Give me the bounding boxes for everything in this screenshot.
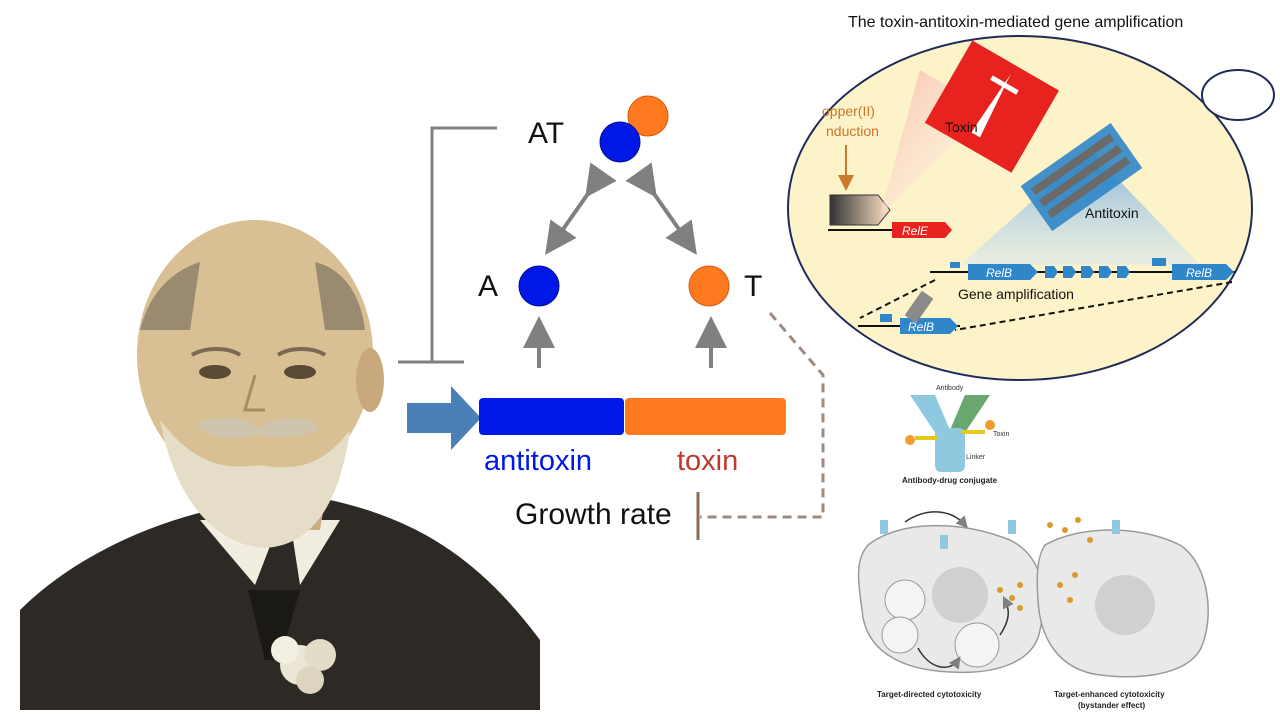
cytotoxicity-caption-right-line1: Target-enhanced cytotoxicity	[1054, 690, 1165, 699]
cytotoxicity-caption-right-line2: (bystander effect)	[1078, 701, 1145, 710]
induction-label-line1: opper(II)	[822, 103, 875, 119]
toxin-gene-label: toxin	[677, 445, 738, 477]
complex-antitoxin-circle	[599, 121, 641, 163]
ta-circuit-diagram: AT A T antitoxin toxin Growth rate	[398, 95, 825, 540]
relb-gene-box-1	[968, 264, 1038, 280]
adc-caption: Antibody-drug conjugate	[902, 476, 998, 485]
ta-gene-amplification-panel: The toxin-antitoxin-mediated gene amplif…	[787, 14, 1275, 381]
relb-gene-label-1: RelB	[986, 266, 1012, 280]
induction-label-line2: nduction	[826, 123, 879, 139]
toxin-label: T	[744, 270, 762, 303]
cytotoxicity-caption-left: Target-directed cytotoxicity	[877, 690, 982, 699]
bud	[1201, 69, 1275, 121]
panel-title: The toxin-antitoxin-mediated gene amplif…	[848, 14, 1183, 31]
relb-gene-label-2: RelB	[1186, 266, 1212, 280]
antibody-drug-conjugate-panel: Antibody Toxin Linker Antibody-drug conj…	[902, 385, 1009, 485]
growth-rate-label: Growth rate	[515, 498, 672, 531]
antitoxin-gene-bar	[479, 398, 624, 435]
cell-body	[787, 35, 1253, 381]
toxin-label: Toxin	[945, 119, 978, 135]
lapel-flower	[271, 636, 336, 694]
rele-promoter	[829, 194, 891, 226]
antitoxin-label: Antitoxin	[1085, 205, 1139, 221]
antitoxin-label: A	[478, 270, 498, 303]
cytotoxicity-panel: Target-directed cytotoxicity Target-enha…	[857, 511, 1209, 710]
gene-amplification-label: Gene amplification	[958, 286, 1074, 302]
rele-gene-label: RelE	[902, 224, 929, 238]
toxin-circle	[688, 265, 730, 307]
relb-gene-box-2	[1172, 264, 1234, 280]
antitoxin-circle	[518, 265, 560, 307]
adc-toxin-label: Toxin	[993, 431, 1009, 438]
promoter-arrow	[407, 386, 481, 450]
toxin-gene-bar	[625, 398, 786, 435]
toxin-to-growth-dashed-link	[700, 312, 825, 519]
adc-payload-right-icon	[985, 420, 995, 430]
adc-linker-label: Linker	[966, 454, 986, 461]
antitoxin-protein-icon	[1020, 122, 1143, 232]
adc-payload-left-icon	[905, 435, 915, 445]
complex-toxin-circle	[627, 95, 669, 137]
toxin-dagger-icon	[924, 40, 1059, 173]
complex-label: AT	[528, 117, 564, 150]
portrait-photo	[20, 220, 540, 710]
adc-antibody-label: Antibody	[936, 385, 964, 392]
relb-gene-label-original: RelB	[908, 320, 934, 334]
rele-gene-box	[892, 222, 952, 238]
antitoxin-gene-label: antitoxin	[484, 445, 592, 477]
